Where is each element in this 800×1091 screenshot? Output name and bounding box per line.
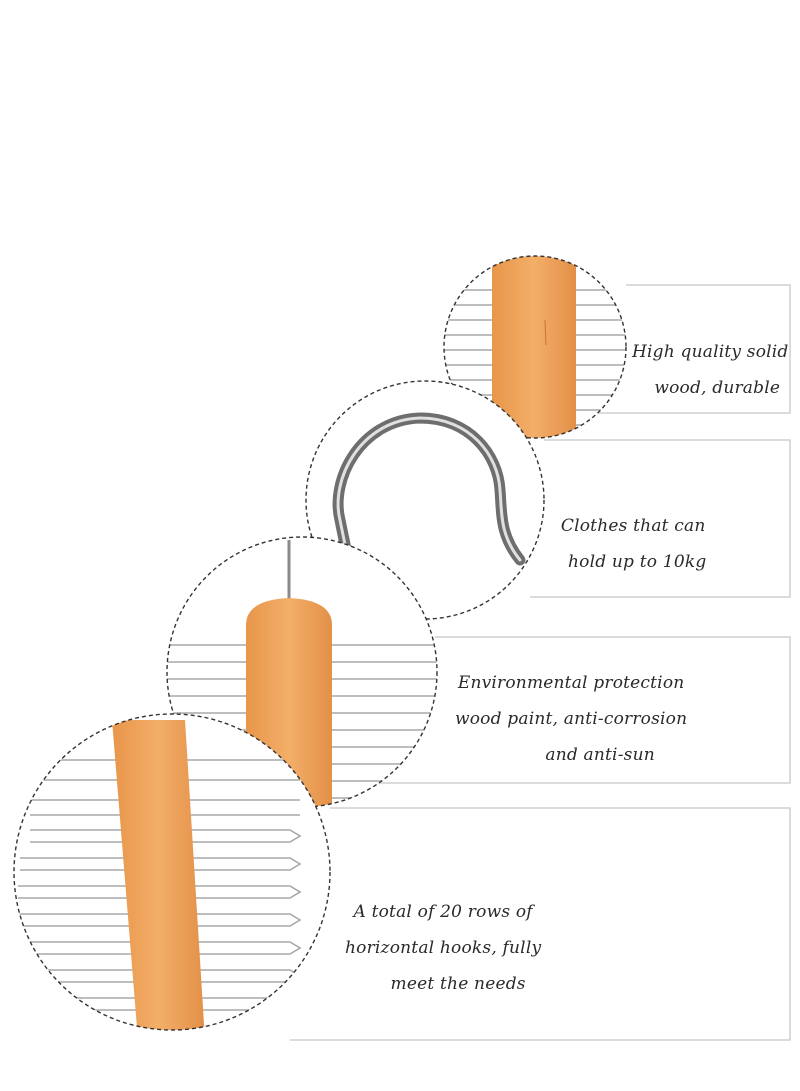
feature-caption-paint: Environmental protection wood paint, ant… — [455, 665, 687, 773]
caption-line: horizontal hooks, fully — [345, 938, 542, 958]
caption-line: Environmental protection — [457, 673, 685, 693]
feature-caption-load: Clothes that can hold up to 10kg — [560, 508, 706, 580]
caption-line: Clothes that can — [560, 516, 706, 536]
hook-rows-circle — [13, 713, 331, 1031]
caption-line: A total of 20 rows of — [353, 902, 533, 922]
caption-line: meet the needs — [390, 974, 526, 994]
feature-frames — [290, 284, 791, 1041]
feature-caption-rows: A total of 20 rows of horizontal hooks, … — [345, 894, 541, 1002]
caption-line: hold up to 10kg — [568, 552, 707, 572]
caption-line: wood, durable — [654, 378, 781, 398]
caption-line: and anti-sun — [545, 745, 655, 765]
wood-closeup-circle — [443, 255, 627, 439]
caption-line: wood paint, anti-corrosion — [455, 709, 688, 729]
feature-caption-wood: High quality solid wood, durable — [632, 334, 789, 406]
caption-line: High quality solid — [632, 342, 789, 362]
